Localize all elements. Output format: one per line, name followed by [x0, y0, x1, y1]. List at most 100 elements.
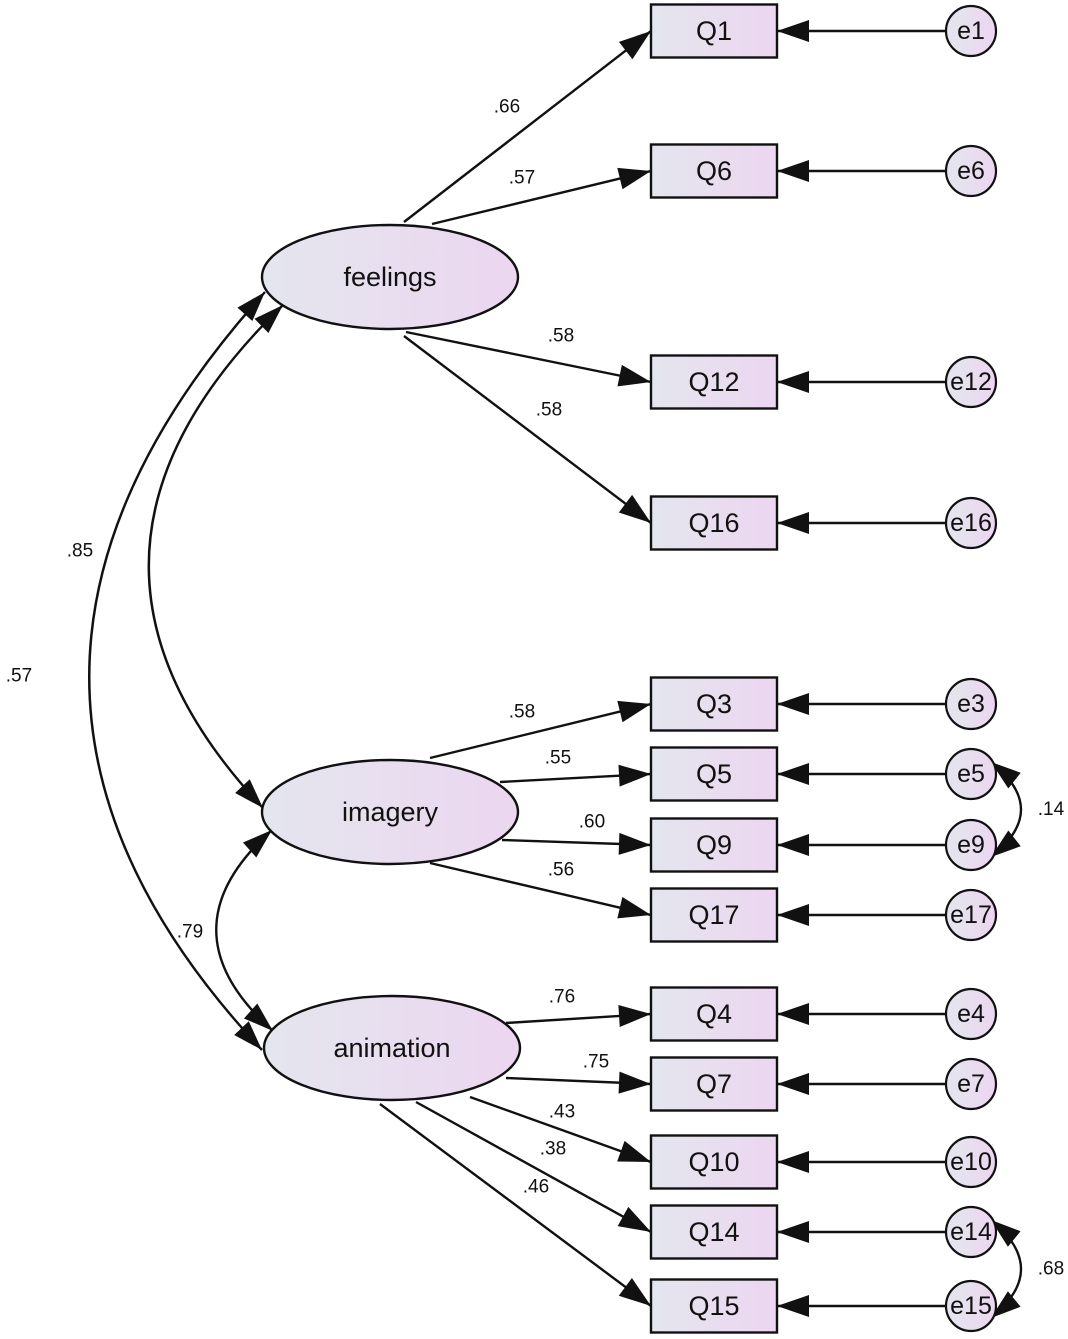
item-label-q16: Q16	[688, 508, 739, 538]
item-label-q9: Q9	[696, 830, 732, 860]
loading-label-q1: .66	[494, 97, 520, 118]
cov-feelings-imagery-arrowhead-end	[235, 779, 263, 808]
error-label-e7: e7	[957, 1070, 985, 1098]
error-label-e3: e3	[957, 690, 985, 718]
item-label-q7: Q7	[696, 1069, 732, 1099]
item-box-q15	[649, 1278, 779, 1334]
factor-label-imagery: imagery	[342, 797, 439, 827]
loading-label-q10: .43	[549, 1102, 575, 1123]
error-label-e9: e9	[957, 831, 985, 859]
loading-arrowhead-q14	[617, 1206, 651, 1232]
error-circle-e15	[944, 1279, 998, 1333]
loading-label-q7: .75	[583, 1052, 609, 1073]
error-circle-e16	[944, 496, 998, 550]
loading-arrow-q6	[431, 169, 652, 226]
error-label-e4: e4	[957, 1000, 985, 1028]
covariance-arc-imagery-animation	[215, 829, 274, 1032]
item-label-q10: Q10	[688, 1147, 739, 1177]
error-arrowhead-e5	[777, 763, 809, 785]
error-circle-e10	[944, 1135, 998, 1189]
item-label-q12: Q12	[688, 367, 739, 397]
item-box-q9	[649, 817, 779, 873]
item-label-q5: Q5	[696, 759, 732, 789]
error-covariance-label-e14-e15: .68	[1038, 1259, 1064, 1280]
loading-label-q16: .58	[536, 400, 562, 421]
loading-arrowhead-q7	[618, 1071, 651, 1094]
item-box-q3	[649, 676, 779, 732]
factor-label-animation: animation	[333, 1033, 450, 1063]
loading-label-q4: .76	[549, 987, 575, 1008]
loading-arrowhead-q12	[617, 364, 651, 387]
error-arrowhead-e4	[777, 1003, 809, 1025]
loading-arrowhead-q16	[618, 494, 651, 523]
error-circle-e17	[944, 888, 998, 942]
error-circle-e9	[944, 818, 998, 872]
error-label-e6: e6	[957, 157, 985, 185]
loading-arrowhead-q9	[618, 832, 651, 855]
error-covariance-label-e5-e9: .14	[1038, 799, 1065, 820]
loading-arrow-q1	[403, 30, 652, 223]
error-circle-e1	[944, 4, 998, 58]
error-arrowhead-e15	[777, 1295, 809, 1317]
cov-feelings-imagery-arrowhead-start	[254, 305, 283, 334]
loading-arrowhead-q15	[618, 1278, 651, 1306]
error-circle-e14	[944, 1205, 998, 1259]
loading-arrow-q14	[415, 1100, 652, 1234]
error-arrowhead-e12	[777, 371, 809, 393]
error-arrowhead-e1	[777, 20, 809, 42]
error-label-e5: e5	[957, 760, 985, 788]
error-label-e1: e1	[957, 17, 985, 45]
error-arrowhead-e6	[777, 160, 809, 182]
error-circle-e5	[944, 747, 998, 801]
factor-label-feelings: feelings	[343, 262, 436, 292]
loading-arrow-q12	[405, 330, 652, 384]
item-box-q7	[649, 1056, 779, 1112]
item-box-q10	[649, 1134, 779, 1190]
errcov-e5-e9-arrowhead-end	[991, 830, 1021, 857]
nodes-layer	[260, 3, 998, 1334]
item-box-q5	[649, 746, 779, 802]
item-box-q12	[649, 354, 779, 410]
error-arrowhead-e17	[777, 904, 809, 926]
loading-label-q5: .55	[545, 748, 571, 769]
error-label-e10: e10	[950, 1148, 992, 1176]
item-label-q15: Q15	[688, 1291, 739, 1321]
cov-feelings-animation-arrowhead-end	[234, 1021, 262, 1050]
loading-label-q15: .46	[523, 1177, 549, 1198]
factor-ellipse-feelings	[260, 223, 520, 331]
error-label-e14: e14	[950, 1218, 992, 1246]
item-label-q3: Q3	[696, 689, 732, 719]
loading-arrowhead-q3	[617, 700, 651, 723]
loading-arrow-q10	[469, 1095, 652, 1164]
errcov-e14-e15-arrowhead-end	[991, 1291, 1021, 1318]
loading-label-q14: .38	[540, 1139, 566, 1160]
covariance-arc-feelings-imagery	[147, 304, 284, 809]
loading-label-q9: .60	[579, 812, 605, 833]
error-label-e16: e16	[950, 509, 992, 537]
loading-arrowhead-q17	[617, 896, 651, 919]
error-label-e12: e12	[950, 368, 992, 396]
error-circle-e4	[944, 987, 998, 1041]
loading-label-q3: .58	[509, 702, 535, 723]
item-box-q14	[649, 1204, 779, 1260]
loading-label-q17: .56	[548, 860, 574, 881]
loading-arrow-q15	[379, 1103, 652, 1307]
item-box-q17	[649, 887, 779, 943]
labels-layer: .57.85.79.66.57.58.58.58.55.60.56.76.75.…	[6, 16, 1065, 1321]
error-arrowhead-e10	[777, 1151, 809, 1173]
error-circle-e12	[944, 355, 998, 409]
loading-arrowhead-q4	[618, 1005, 651, 1027]
error-arrowhead-e16	[777, 512, 809, 534]
error-arrowhead-e3	[777, 693, 809, 715]
item-label-q1: Q1	[696, 16, 732, 46]
loading-arrow-q16	[403, 335, 652, 524]
error-label-e17: e17	[950, 901, 992, 929]
edges-layer	[88, 20, 1023, 1319]
loading-arrow-q3	[429, 702, 652, 760]
error-label-e15: e15	[950, 1292, 992, 1320]
cov-imagery-animation-arrowhead-end	[243, 1003, 273, 1031]
factor-ellipse-imagery	[260, 758, 520, 866]
loading-arrow-q17	[429, 861, 652, 917]
loading-arrowhead-q6	[617, 167, 651, 190]
